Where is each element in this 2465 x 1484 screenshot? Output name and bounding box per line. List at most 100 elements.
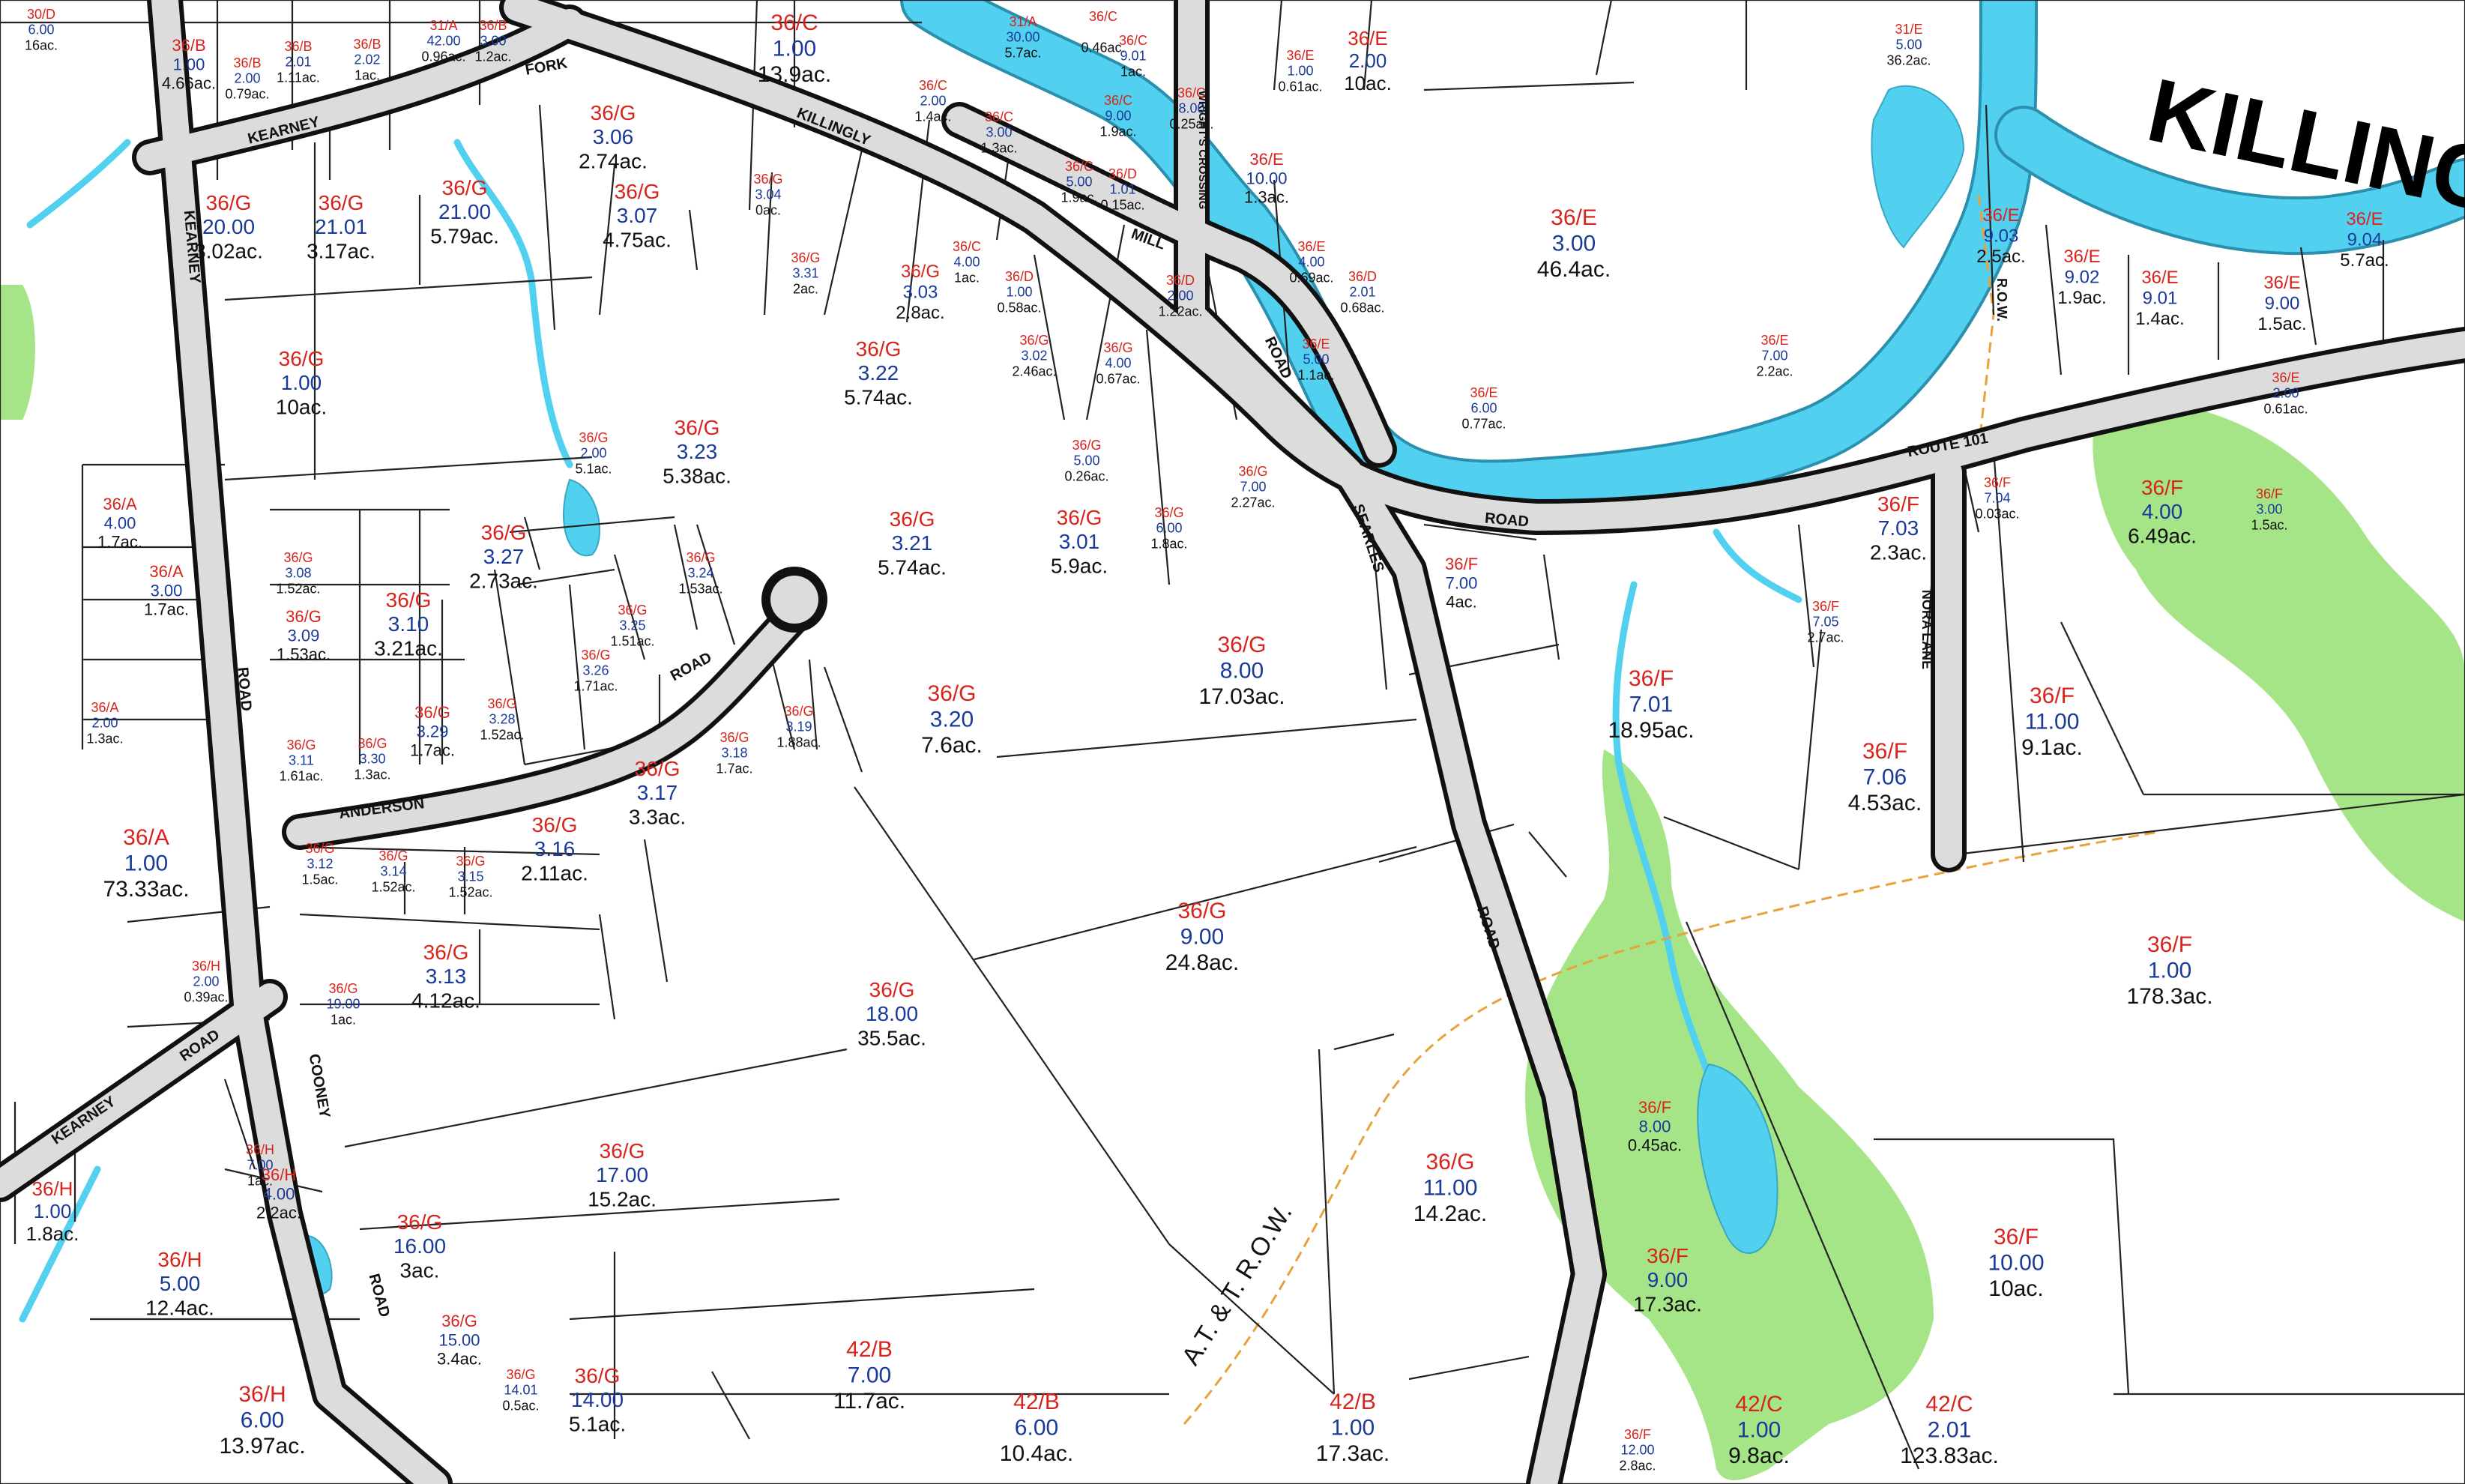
parcel-map-id: 36/G (791, 250, 820, 265)
parcel-map-id: 36/F (2256, 486, 2283, 501)
parcel-sub-id: 2.00 (1167, 289, 1193, 304)
parcel-acreage: 2.27ac. (1231, 495, 1275, 510)
parcel-sub-id: 8.00 (1639, 1117, 1671, 1135)
parcel-map-id: 36/G (600, 1139, 645, 1162)
parcel-acreage: 17.3ac. (1316, 1441, 1390, 1466)
parcel-acreage: 3.3ac. (629, 805, 686, 828)
pond-central (1697, 1063, 1778, 1254)
parcel-sub-id: 8.00 (1178, 101, 1204, 116)
parcel-label: 36/E9.021.9ac. (2057, 247, 2106, 308)
parcel-acreage: 4.75ac. (603, 228, 672, 251)
parcel-label: 36/D1.000.58ac. (997, 269, 1041, 315)
wetland-west (0, 285, 35, 420)
parcel-map-id: 36/C (1119, 33, 1147, 48)
parcel-map-id: 36/D (1108, 166, 1137, 181)
parcel-sub-id: 1.00 (1331, 1416, 1375, 1441)
parcel-label: 36/G14.005.1ac. (569, 1364, 626, 1435)
parcel-sub-id: 4.00 (1105, 356, 1131, 371)
parcel-sub-id: 3.02 (1021, 349, 1047, 364)
parcel-sub-id: 3.17 (637, 781, 678, 804)
parcel-acreage: 3ac. (400, 1258, 440, 1282)
parcel-sub-id: 3.04 (755, 187, 781, 202)
parcel-acreage: 0.96ac. (421, 49, 465, 64)
parcel-sub-id: 9.02 (2065, 268, 2100, 288)
parcel-label: 36/A2.001.3ac. (86, 700, 123, 746)
parcel-sub-id: 5.00 (1073, 453, 1099, 468)
parcel-sub-id: 3.30 (359, 752, 385, 767)
parcel-acreage: 5.74ac. (878, 555, 947, 579)
parcel-map-id: 31/A (429, 18, 457, 33)
parcel-sub-id: 1.00 (1737, 1418, 1781, 1443)
parcel-acreage: 12.4ac. (145, 1296, 214, 1319)
parcel-sub-id: 3.06 (593, 125, 634, 148)
parcel-sub-id: 9.00 (1105, 109, 1131, 124)
parcel-label: 36/G6.001.8ac. (1150, 505, 1187, 551)
parcel-acreage: 1.3ac. (1244, 188, 1289, 207)
parcel-map-id: 36/G (675, 416, 720, 439)
parcel-acreage: 0.39ac. (184, 989, 228, 1004)
road-label-route-101-road: ROAD (1484, 510, 1530, 530)
parcel-acreage: 0.79ac. (225, 86, 269, 101)
parcel-sub-id: 1.00 (2148, 959, 2191, 983)
parcel-map-id: 36/F (1877, 492, 1919, 516)
parcel-map-id: 36/G (686, 550, 715, 565)
parcel-acreage: 0.68ac. (1340, 300, 1384, 315)
parcel-sub-id: 3.20 (930, 708, 974, 732)
parcel-acreage: 3.02ac. (194, 239, 263, 262)
parcel-acreage: 17.3ac. (1633, 1292, 1702, 1315)
parcel-label: 36/B2.000.79ac. (225, 55, 269, 101)
parcel-map-id: 36/C (1089, 9, 1117, 24)
parcel-sub-id: 11.00 (2025, 710, 2080, 735)
parcel-map-id: 42/B (1013, 1390, 1060, 1414)
parcel-acreage: 3.21ac. (374, 636, 443, 660)
parcel-acreage: 1.8ac. (1150, 536, 1187, 551)
parcel-label: 36/B1.004.66ac. (162, 36, 216, 93)
parcel-acreage: 1.53ac. (277, 645, 331, 664)
parcel-acreage: 17.03ac. (1198, 684, 1285, 709)
parcel-map-id: 36/F (1629, 666, 1674, 691)
parcel-sub-id: 14.00 (571, 1388, 624, 1411)
parcel-label: 31/A30.005.7ac. (1004, 14, 1041, 60)
parcel-sub-id: 8.00 (1220, 659, 1264, 684)
parcel-label: 36/G2.005.1ac. (575, 430, 612, 476)
parcel-map-id: 36/C (985, 109, 1013, 124)
parcel-sub-id: 9.00 (1180, 925, 1224, 950)
parcel-acreage: 2.11ac. (521, 861, 588, 884)
parcel-map-id: 36/F (1812, 599, 1839, 614)
parcel-label: 36/C0.46ac. (1081, 9, 1125, 55)
parcel-acreage: 7.6ac. (921, 733, 983, 758)
parcel-acreage: 5.7ac. (2340, 250, 2389, 271)
parcel-acreage: 1.88ac. (776, 735, 821, 749)
parcel-acreage: 1.11ac. (277, 70, 320, 85)
parcel-map-id: 36/G (1103, 340, 1132, 355)
parcel-acreage: 1.52ac. (276, 581, 320, 596)
parcel-label: 36/B2.011.11ac. (277, 39, 320, 85)
parcel-map-id: 36/G (279, 347, 325, 370)
parcel-map-id: 36/F (1862, 739, 1907, 764)
parcel-map-id: 36/H (157, 1248, 202, 1271)
parcel-map-id: 36/G (784, 704, 813, 719)
parcel-sub-id: 20.00 (202, 215, 255, 238)
parcel-acreage: 0.15ac. (1100, 197, 1144, 212)
parcel-acreage: 2.46ac. (1012, 364, 1056, 378)
parcel-sub-id: 9.04 (2347, 230, 2383, 250)
parcel-acreage: 1.71ac. (573, 678, 618, 693)
parcel-sub-id: 21.00 (438, 200, 491, 223)
parcel-label: 36/E9.032.5ac. (1976, 205, 2025, 267)
parcel-map-id: 36/G (456, 854, 485, 869)
parcel-label: 36/G3.103.21ac. (374, 588, 443, 660)
parcel-map-id: 36/E (1551, 205, 1597, 230)
parcel-acreage: 0.03ac. (1975, 506, 2019, 521)
parcel-sub-id: 3.00 (480, 34, 506, 49)
parcel-map-id: 36/H (238, 1382, 286, 1407)
parcel-acreage: 0.45ac. (1628, 1136, 1682, 1155)
parcel-sub-id: 10.00 (1246, 169, 1287, 187)
